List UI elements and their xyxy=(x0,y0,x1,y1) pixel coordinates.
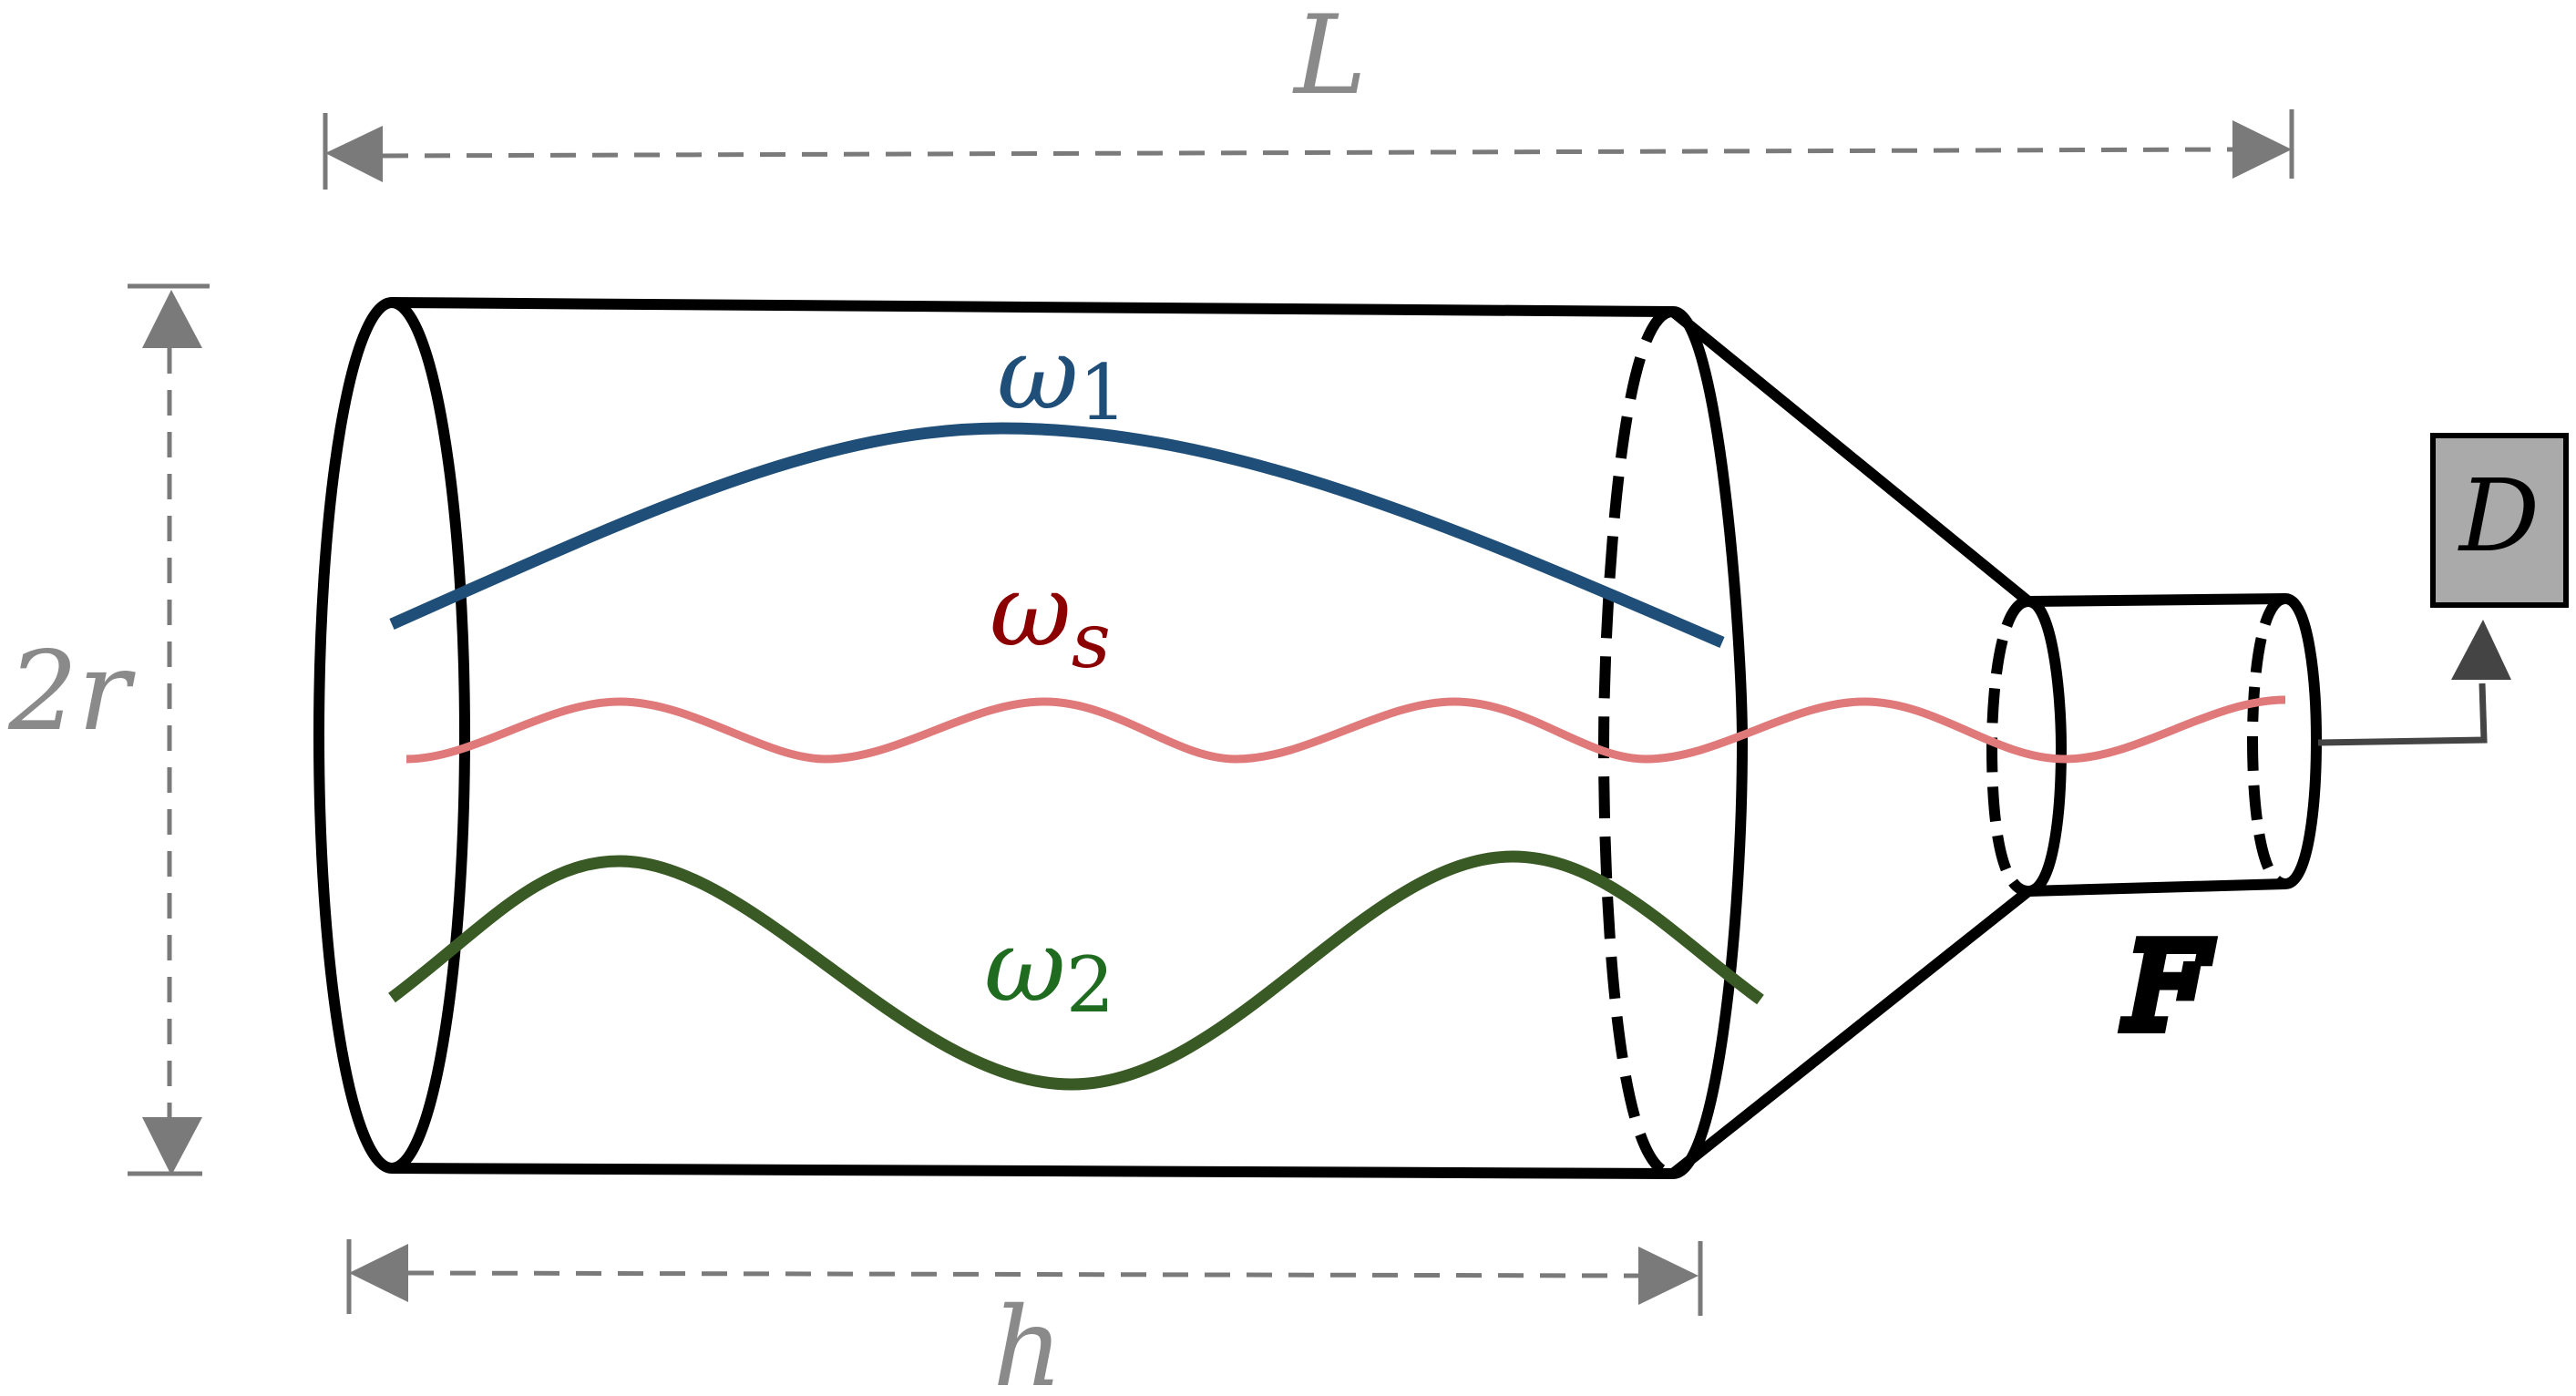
mode2-subscript: 2 xyxy=(1066,940,1114,1030)
filter-label: F xyxy=(2124,918,2212,1056)
cylinder-right-end-front xyxy=(1671,305,1749,1179)
arrowhead-left xyxy=(325,126,383,182)
arrowhead-right xyxy=(1638,1247,1699,1305)
filter-left-hidden xyxy=(1986,596,2030,897)
filter: F xyxy=(1986,593,2323,1062)
cavity-length-dimension: h xyxy=(346,1239,1703,1396)
cavity-cylinder xyxy=(313,297,1749,1179)
arrowhead-left xyxy=(349,1244,408,1302)
mode2-wave xyxy=(388,850,1764,1091)
mode2-label: ω2 xyxy=(984,908,1114,1030)
mode1-wave xyxy=(389,422,1725,648)
arrowhead-up xyxy=(142,290,202,348)
arrowhead-up xyxy=(2451,620,2511,680)
detector: D xyxy=(2430,433,2569,608)
signal-label: ωs xyxy=(990,552,1111,685)
taper xyxy=(1669,307,2032,1178)
mode1-subscript: 1 xyxy=(1079,348,1127,437)
detector-label: D xyxy=(2458,457,2540,574)
arrowhead-right xyxy=(2232,120,2292,179)
length-dimension: L xyxy=(323,0,2294,190)
signal-subscript: s xyxy=(1072,596,1111,685)
signal-symbol: ω xyxy=(990,552,1072,669)
signal-wave xyxy=(405,695,2286,764)
radius-dimension: 2r xyxy=(7,283,210,1176)
radius-label: 2r xyxy=(7,629,136,755)
filter-right-hidden xyxy=(2246,593,2287,889)
cylinder-right-end-hidden xyxy=(1597,305,1675,1179)
filter-right-front xyxy=(2284,593,2323,889)
mode1-symbol: ω xyxy=(997,315,1079,432)
arrowhead-down xyxy=(142,1117,202,1175)
cavity-length-label: h xyxy=(992,1285,1062,1396)
cylinder-left-end xyxy=(313,297,470,1174)
detector-connection xyxy=(2317,620,2511,746)
mode2-symbol: ω xyxy=(984,908,1066,1024)
mode1-label: ω1 xyxy=(997,315,1127,437)
filter-left-front xyxy=(2027,596,2068,897)
length-label: L xyxy=(1292,0,1367,119)
